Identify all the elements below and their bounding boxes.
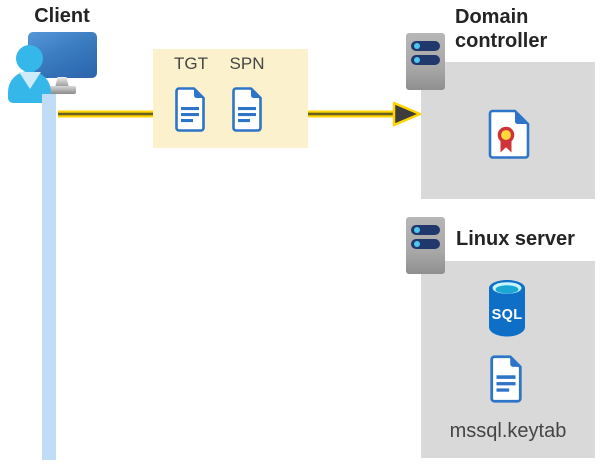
server-drive-bar: [411, 225, 440, 235]
certificate-icon: [488, 109, 530, 159]
domain-controller-label: Domain controller: [455, 6, 548, 53]
client-label: Client: [34, 5, 90, 27]
monitor-stand-base: [48, 86, 76, 94]
sql-database-icon: SQL: [489, 280, 525, 337]
tgt-document-icon: [175, 87, 205, 132]
spn-label: SPN: [229, 54, 265, 73]
user-collar-icon: [19, 72, 41, 89]
monitor-stand-neck: [55, 77, 69, 88]
server-drive-bar: [411, 41, 440, 51]
sql-text: SQL: [492, 307, 523, 323]
spn-document-icon: [232, 87, 262, 132]
linux-server-icon: [406, 217, 445, 274]
client-lifeline-bar: [42, 94, 56, 460]
domain-controller-server-icon: [406, 33, 445, 90]
server-drive-bar: [411, 55, 440, 65]
keytab-filename-label: mssql.keytab: [449, 420, 567, 442]
tgt-label: TGT: [174, 54, 208, 73]
user-head-icon: [16, 45, 43, 72]
linux-server-label: Linux server: [456, 228, 575, 250]
keytab-document-icon: [490, 355, 522, 403]
server-drive-bar: [411, 239, 440, 249]
